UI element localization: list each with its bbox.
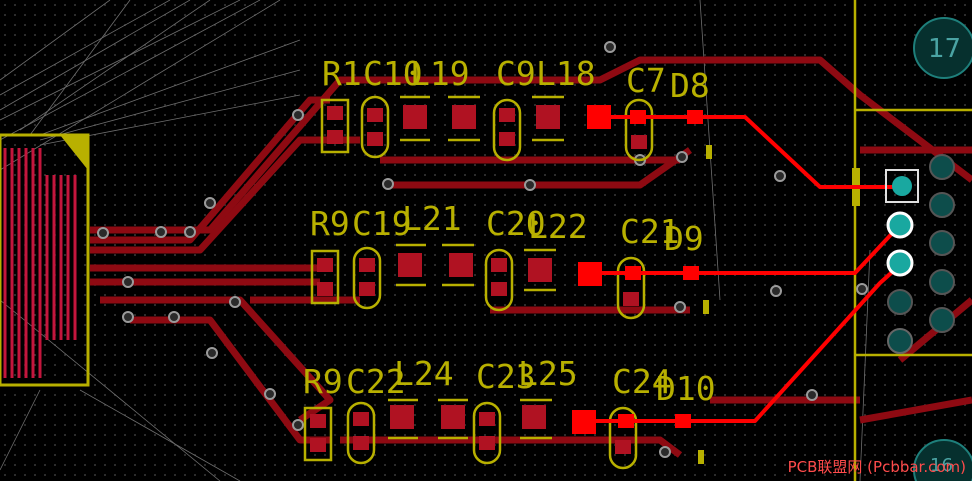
left-connector: [0, 133, 90, 387]
ratsnest-lines: [0, 0, 871, 481]
label-l18: L18: [536, 54, 596, 93]
label-d9: D9: [664, 219, 704, 258]
label-c22: C22: [346, 362, 406, 401]
label-l21: L21: [402, 199, 462, 238]
label-r9-a: R9: [310, 204, 350, 243]
label-d10: D10: [656, 369, 716, 408]
label-r1: R1: [322, 54, 362, 93]
label-c24: C24: [612, 362, 672, 401]
smd-pads: [310, 105, 647, 454]
label-c20: C20: [486, 204, 546, 243]
vias: [97, 41, 868, 458]
watermark-text: PCB联盟网 (Pcbbar.com): [787, 458, 966, 476]
silk-outlines: [303, 0, 972, 481]
label-r9-b: R9: [303, 362, 343, 401]
top-pads: [572, 105, 703, 434]
label-c23: C23: [476, 357, 536, 396]
diode-bodies: [698, 145, 712, 464]
designator-labels: R1 C10 L19 C9 L18 C7 D8 R9 C19 L21 C20 L…: [303, 54, 716, 408]
pin-number-top: 17: [928, 34, 962, 64]
label-c21: C21: [620, 212, 680, 251]
top-traces: [584, 115, 902, 423]
header-pins: [885, 17, 972, 481]
label-l22: L22: [528, 207, 588, 246]
label-c19: C19: [352, 204, 412, 243]
label-l25: L25: [518, 354, 578, 393]
label-d8: D8: [670, 66, 710, 105]
label-l24: L24: [394, 354, 454, 393]
label-c9: C9: [496, 54, 536, 93]
label-l19: L19: [410, 54, 470, 93]
label-c7: C7: [626, 61, 666, 100]
pin-number-bottom: 16: [930, 455, 953, 476]
label-c10: C10: [363, 54, 423, 93]
